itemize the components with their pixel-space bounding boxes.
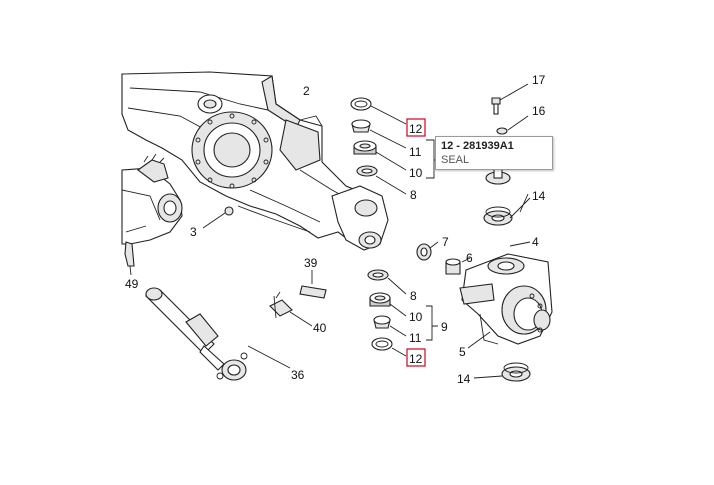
steering-knuckle[interactable] [459,241,553,349]
callout-9[interactable]: 9 [441,320,448,334]
washer-8-upper[interactable] [356,165,407,195]
callout-10-lower[interactable]: 10 [409,310,423,324]
group-bracket-lower [426,305,438,341]
bushing-11-lower[interactable] [373,315,407,337]
flange-bolts [195,113,269,189]
tooltip-description: SEAL [441,154,470,166]
callout-40[interactable]: 40 [313,321,327,335]
part-tooltip: 12 - 281939A1 SEAL [435,136,553,170]
shim-14-lower[interactable] [473,362,531,382]
bolt-3[interactable] [202,206,234,229]
washer-8-lower[interactable] [367,269,407,295]
highlight-box-12-lower [406,348,426,367]
callout-11-lower[interactable]: 11 [409,331,422,345]
bracket-40[interactable] [269,291,313,327]
callout-7[interactable]: 7 [442,235,449,249]
bushing-11-upper[interactable] [351,119,407,149]
callout-8-upper[interactable]: 8 [410,188,417,202]
callout-10-upper[interactable]: 10 [409,166,423,180]
bearing-10-upper[interactable] [353,140,407,171]
callout-6[interactable]: 6 [466,251,473,265]
callout-11-upper[interactable]: 11 [409,145,422,159]
callout-39[interactable]: 39 [304,256,318,270]
callout-12-lower[interactable]: 12 [409,352,423,366]
differential-assembly[interactable] [121,153,183,245]
callout-3[interactable]: 3 [190,225,197,239]
seal-12-lower[interactable] [371,337,407,357]
steering-cylinder[interactable] [145,287,291,381]
callout-16[interactable]: 16 [532,104,546,118]
tooltip-part-number: 12 - 281939A1 [441,140,514,152]
callout-5[interactable]: 5 [459,345,466,359]
bracket-49[interactable] [124,241,135,276]
callout-8-lower[interactable]: 8 [410,289,417,303]
callout-2[interactable]: 2 [303,84,310,98]
callout-17[interactable]: 17 [532,73,546,87]
callout-36[interactable]: 36 [291,368,305,382]
callout-14-lower[interactable]: 14 [457,372,471,386]
seal-12-upper[interactable] [350,97,407,125]
bolt-17[interactable] [491,83,529,115]
seal-7[interactable] [416,241,439,261]
pin-39[interactable] [299,270,327,299]
callout-14-upper[interactable]: 14 [532,189,546,203]
axle-housing[interactable] [121,71,389,251]
bushing-6[interactable] [445,257,471,275]
callout-labels: 2 3 4 5 6 7 8 8 9 10 10 11 11 12 12 14 1… [125,73,546,386]
bearing-10-lower[interactable] [369,292,407,317]
callout-49[interactable]: 49 [125,277,139,291]
shim-14-upper[interactable] [483,193,531,226]
callout-4[interactable]: 4 [532,235,539,249]
callout-12-upper[interactable]: 12 [409,122,423,136]
washer-16[interactable] [496,115,529,135]
highlight-box-12-upper [406,118,426,137]
